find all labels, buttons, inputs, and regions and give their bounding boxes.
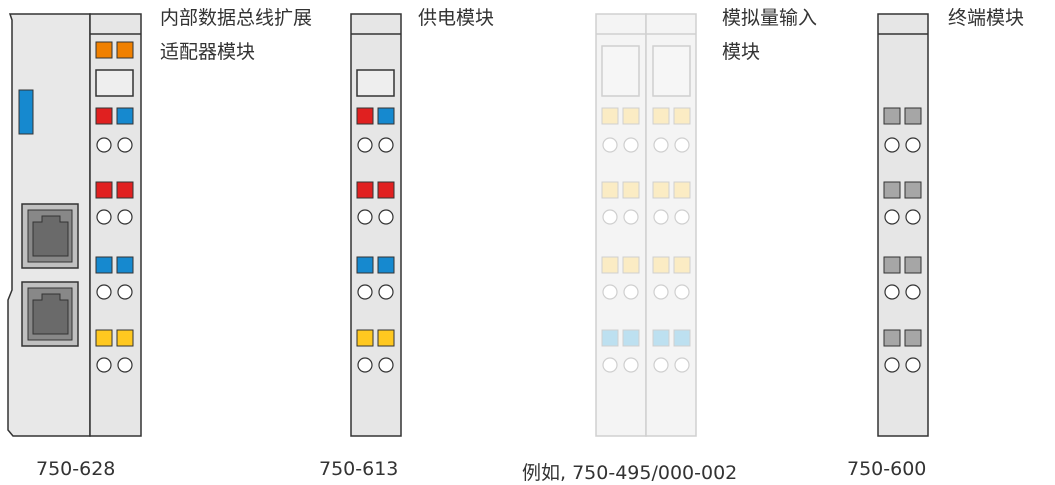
- coupler-part-number: 750-628: [36, 458, 116, 480]
- end-module: [877, 13, 929, 437]
- analog-name-line-2: 模块: [722, 41, 761, 63]
- coupler-blue-indicator: [18, 89, 34, 135]
- analog-module: [595, 13, 697, 437]
- end-part-number: 750-600: [847, 458, 927, 480]
- analog-name-line-1: 模拟量输入: [722, 7, 818, 29]
- supply-module: [350, 13, 402, 437]
- rj45-port-2: [21, 281, 79, 347]
- coupler-led-orange-1: [95, 41, 113, 59]
- supply-part-number: 750-613: [319, 458, 399, 480]
- analog-part-number: 例如, 750-495/000-002: [522, 462, 738, 484]
- end-name: 终端模块: [948, 7, 1025, 29]
- rj45-port-1: [21, 203, 79, 269]
- coupler-module: [7, 13, 142, 437]
- coupler-led-orange-2: [116, 41, 134, 59]
- coupler-label-window: [95, 69, 134, 97]
- coupler-name-line-2: 适配器模块: [160, 41, 256, 63]
- supply-name: 供电模块: [418, 7, 495, 29]
- coupler-name-line-1: 内部数据总线扩展: [160, 7, 313, 29]
